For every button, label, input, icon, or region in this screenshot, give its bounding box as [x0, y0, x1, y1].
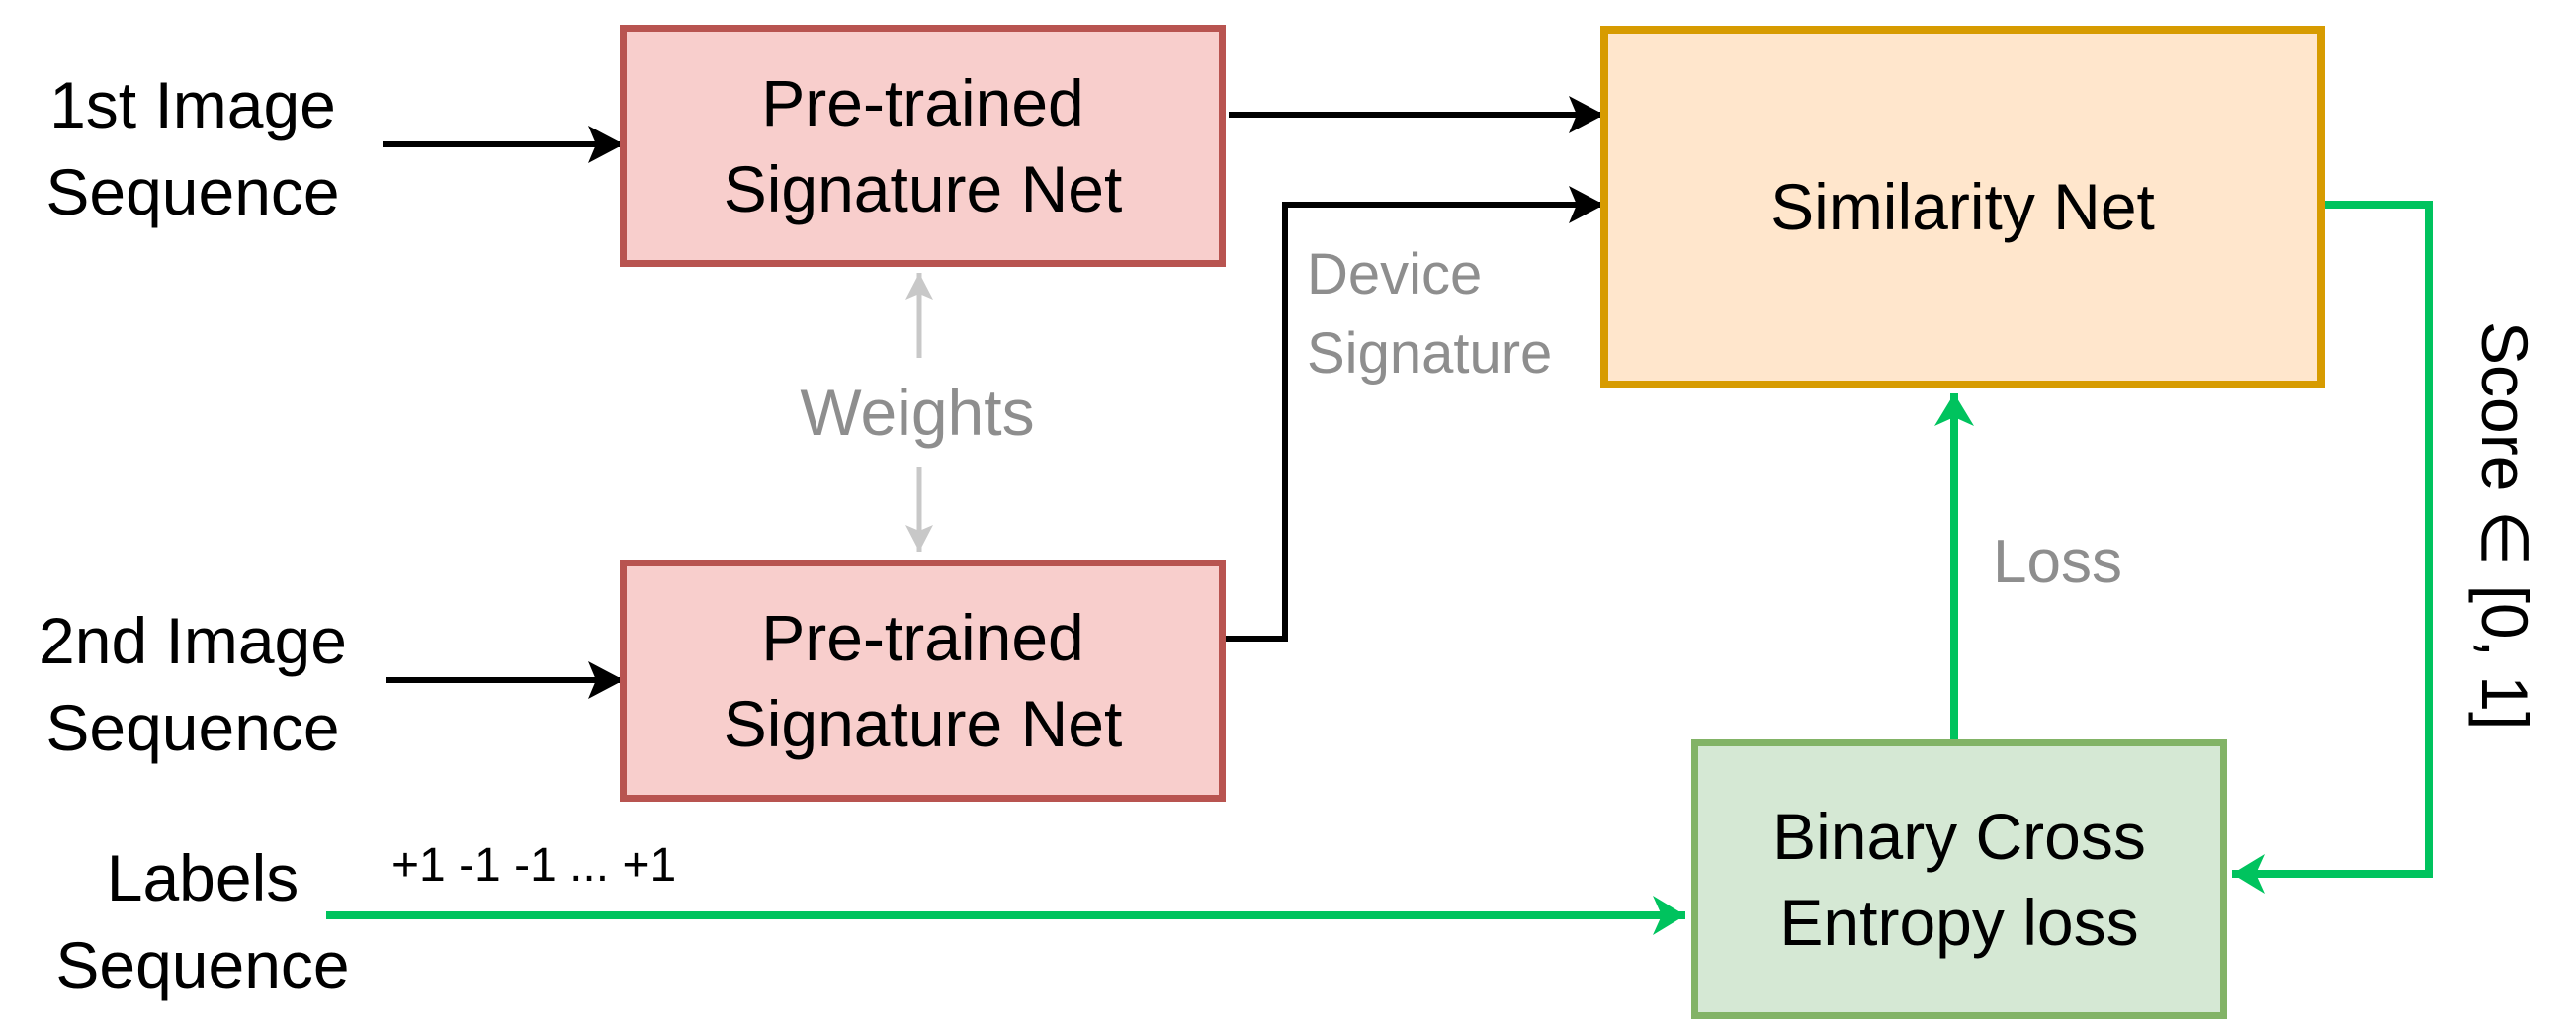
label-sequence-values: +1 -1 -1 ... +1 [391, 839, 677, 892]
arrow-score-to-bce [2232, 201, 2433, 894]
label-labels-sequence: Labels Sequence [35, 834, 371, 1008]
node-label-line: Binary Cross [1772, 799, 2146, 873]
node-label-line: Signature Net [723, 686, 1123, 760]
node-pretrained-signature-net-2: Pre-trained Signature Net [620, 560, 1226, 802]
node-similarity-net: Similarity Net [1600, 26, 2325, 388]
node-label-line: Pre-trained [761, 65, 1084, 139]
label-loss: Loss [1993, 528, 2122, 596]
label-weights: Weights [800, 376, 1035, 449]
label-line: Sequence [45, 691, 340, 764]
arrow-signet2-to-similarity [1225, 186, 1604, 642]
label-second-image-sequence: 2nd Image Sequence [25, 597, 361, 771]
label-line: Labels [106, 841, 300, 914]
label-line: 1st Image [49, 68, 336, 141]
label-line: Sequence [45, 155, 340, 228]
label-line: Sequence [55, 928, 350, 1001]
node-label-line: Entropy loss [1779, 885, 2139, 959]
label-line: 2nd Image [39, 604, 347, 677]
node-label-line: Pre-trained [761, 600, 1084, 674]
label-first-image-sequence: 1st Image Sequence [25, 61, 361, 235]
label-line: Signature [1307, 321, 1553, 386]
label-score-range: Score ∈ [0, 1] [2468, 321, 2541, 731]
node-binary-cross-entropy-loss: Binary Cross Entropy loss [1691, 739, 2227, 1019]
label-device-signature: Device Signature [1307, 235, 1552, 393]
label-line: Device [1307, 242, 1483, 306]
node-label-line: Similarity Net [1770, 170, 2155, 243]
node-label-line: Signature Net [723, 151, 1123, 225]
node-pretrained-signature-net-1: Pre-trained Signature Net [620, 25, 1226, 267]
